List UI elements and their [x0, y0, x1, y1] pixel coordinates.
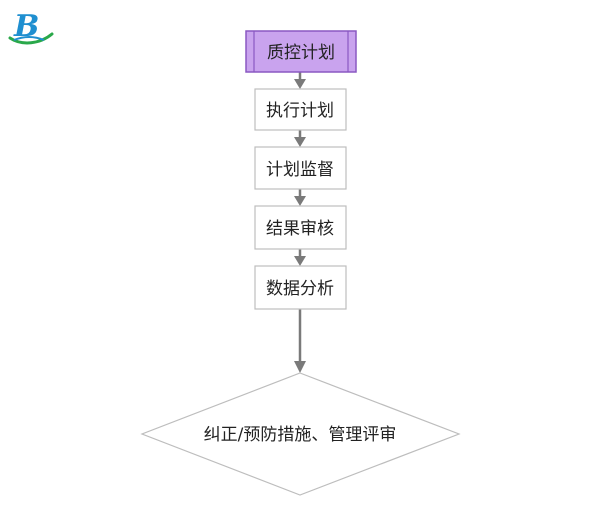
step-label: 质控计划 — [267, 43, 335, 63]
arrow-1 — [294, 72, 306, 89]
arrow-2 — [294, 130, 306, 147]
step-label: 计划监督 — [266, 160, 334, 180]
arrow-5 — [294, 309, 306, 373]
logo-swoosh-tail — [13, 36, 45, 41]
logo: B — [8, 9, 54, 45]
decision-label: 纠正/预防措施、管理评审 — [204, 425, 397, 445]
step-result-review: 结果审核 — [254, 205, 347, 250]
step-execute-plan: 执行计划 — [254, 88, 347, 131]
step-label: 执行计划 — [266, 101, 334, 121]
logo-letter: B — [13, 9, 39, 44]
arrow-3 — [294, 189, 306, 206]
decision-corrective-actions: 纠正/预防措施、管理评审 — [140, 372, 461, 496]
arrow-4 — [294, 249, 306, 266]
step-quality-plan: 质控计划 — [245, 30, 357, 73]
step-label: 结果审核 — [266, 219, 334, 239]
step-plan-supervision: 计划监督 — [254, 146, 347, 190]
logo-swoosh — [8, 32, 54, 45]
step-label: 数据分析 — [266, 279, 334, 299]
step-data-analysis: 数据分析 — [254, 265, 347, 310]
